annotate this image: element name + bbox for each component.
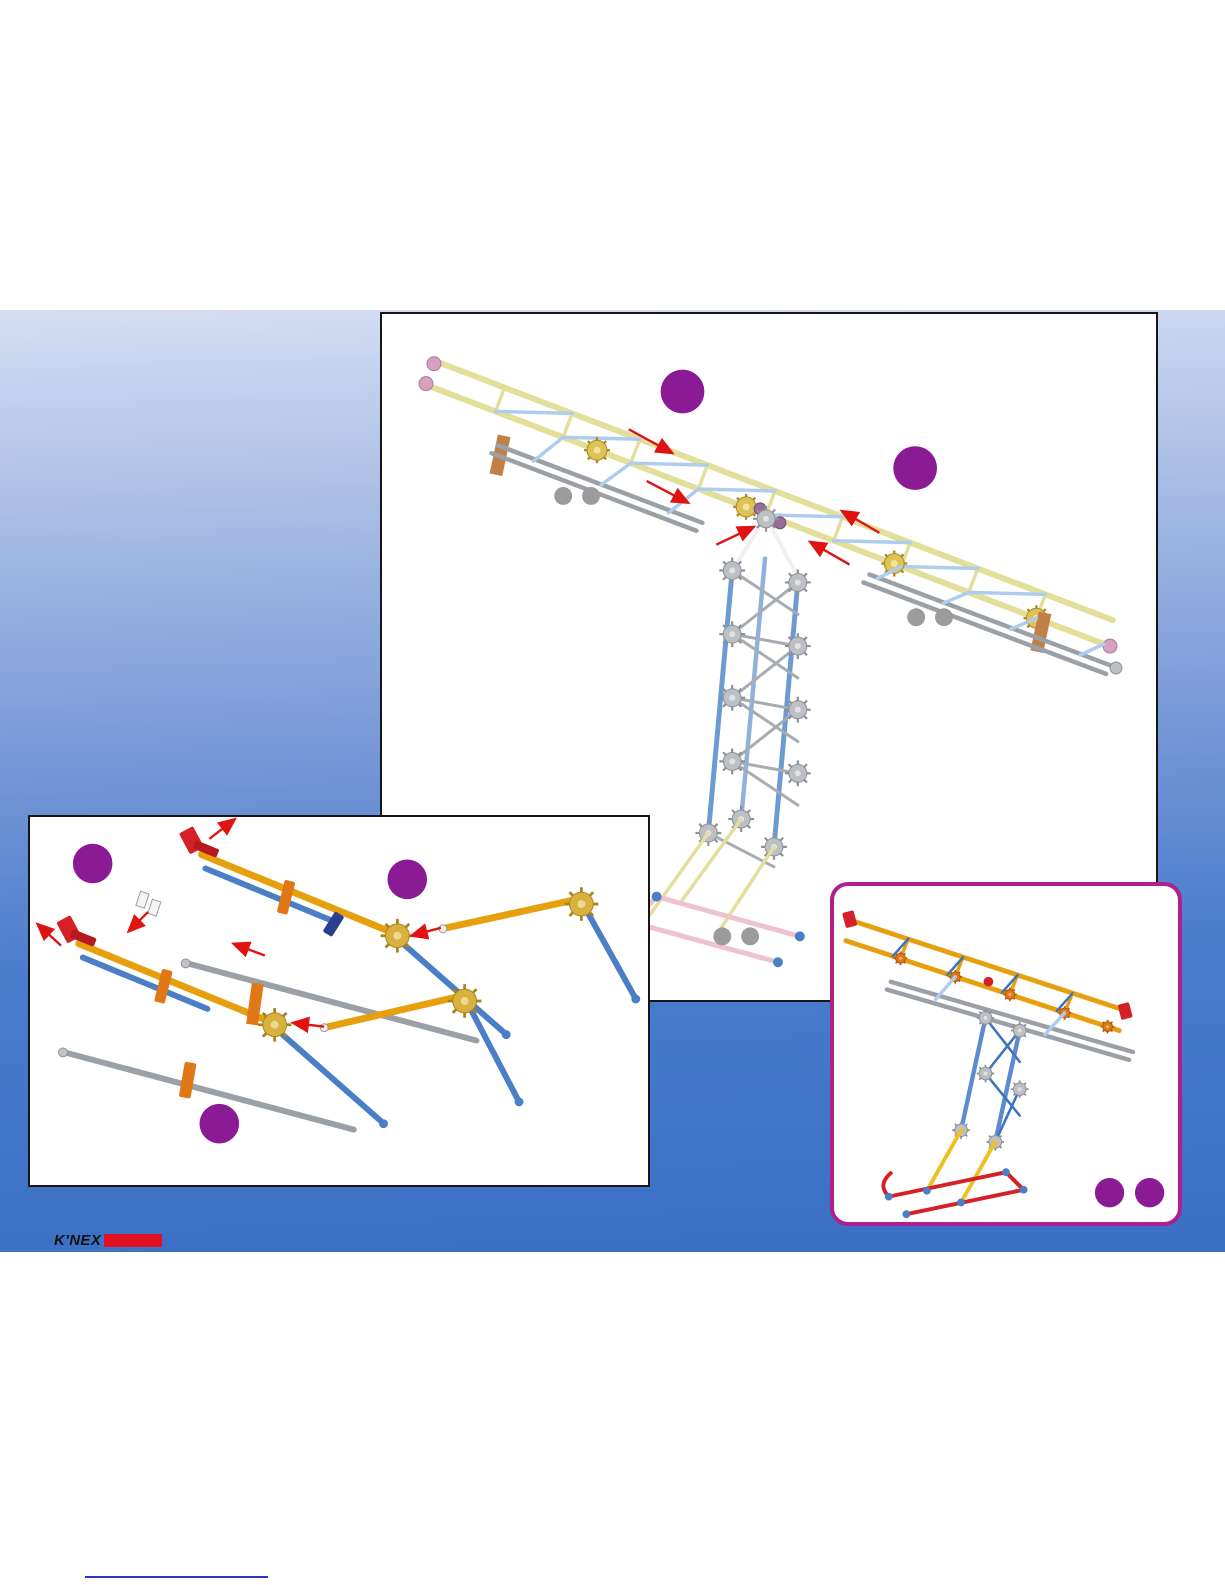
boom-center-hub bbox=[730, 502, 802, 583]
step-badge bbox=[660, 369, 705, 414]
boom-rails bbox=[489, 442, 1123, 677]
step-badge bbox=[1094, 1178, 1125, 1208]
loose-rod-upper bbox=[438, 885, 641, 1004]
mini-boom bbox=[842, 910, 1133, 1035]
orange-bracket bbox=[246, 982, 264, 1026]
base-skid bbox=[627, 817, 805, 968]
part-count-dot bbox=[582, 486, 600, 505]
loose-rod-lower bbox=[319, 982, 524, 1107]
part-count-dot bbox=[713, 927, 732, 946]
orange-bracket bbox=[179, 1061, 197, 1099]
step-badge bbox=[199, 1103, 240, 1144]
crane-boom-truss bbox=[418, 356, 1118, 654]
dark-blue-clip bbox=[323, 911, 344, 937]
knex-logo-red-band bbox=[104, 1233, 163, 1247]
mini-tower bbox=[951, 1008, 1030, 1152]
assembly-arrows bbox=[628, 428, 880, 566]
knex-logo: K'NEX bbox=[54, 1230, 163, 1250]
step-badge bbox=[72, 843, 113, 884]
step-badge bbox=[893, 446, 938, 490]
detail-step-illustration bbox=[35, 817, 641, 1144]
assembly-arrows bbox=[35, 817, 442, 1034]
knex-logo-text: K'NEX bbox=[54, 1231, 102, 1249]
boom-end-connector bbox=[426, 356, 442, 372]
step-badge bbox=[387, 859, 428, 900]
part-count-dot bbox=[554, 486, 573, 505]
part-count-dot bbox=[907, 608, 926, 627]
main-step-illustration bbox=[418, 356, 1123, 968]
mini-model-panel bbox=[830, 882, 1182, 1226]
step-badge bbox=[1134, 1178, 1165, 1208]
loose-parts bbox=[135, 890, 344, 1099]
part-count-dot bbox=[935, 608, 953, 627]
detail-step-panel bbox=[28, 815, 650, 1187]
mini-boom-rails bbox=[884, 975, 1136, 1063]
mini-base-skid bbox=[881, 1128, 1028, 1219]
footer-link[interactable] bbox=[85, 1576, 268, 1578]
mini-model-illustration bbox=[842, 910, 1165, 1219]
quantity-dots bbox=[554, 486, 953, 946]
support-tower bbox=[694, 556, 812, 869]
part-count-dot bbox=[741, 927, 760, 946]
